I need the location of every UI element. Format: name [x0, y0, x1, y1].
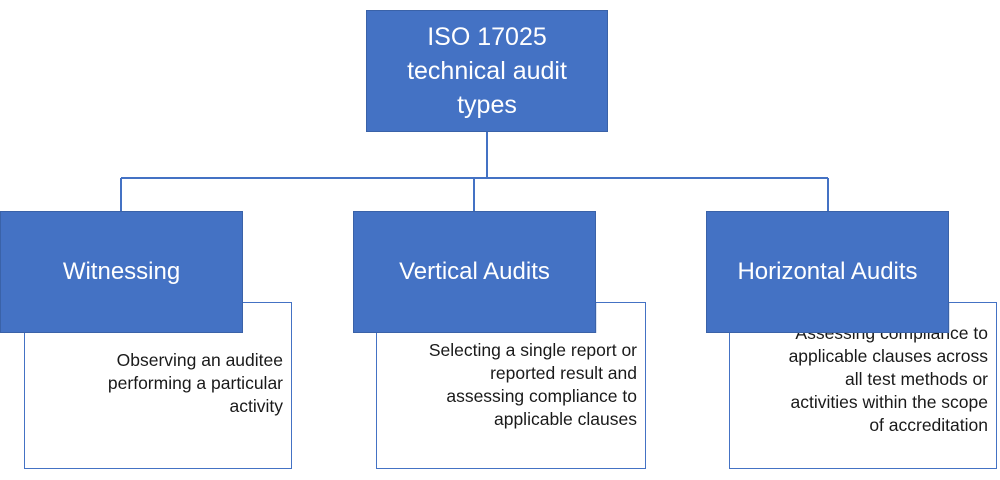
- root-node-label: ISO 17025 technical audit types: [407, 23, 567, 119]
- detail-text-witnessing: Observing an auditee performing a partic…: [107, 350, 283, 416]
- root-node: ISO 17025 technical audit types: [366, 10, 608, 132]
- category-box-horizontal-audits: Horizontal Audits: [706, 211, 949, 333]
- category-box-vertical-audits: Vertical Audits: [353, 211, 596, 333]
- category-title-witnessing: Witnessing: [62, 258, 181, 285]
- category-title-vertical-audits: Vertical Audits: [399, 258, 550, 285]
- category-box-witnessing: Witnessing: [0, 211, 243, 333]
- detail-text-vertical-audits: Selecting a single report or reported re…: [428, 340, 637, 429]
- detail-text-horizontal-audits: Assessing compliance to applicable claus…: [788, 323, 988, 435]
- category-title-horizontal-audits: Horizontal Audits: [737, 258, 918, 285]
